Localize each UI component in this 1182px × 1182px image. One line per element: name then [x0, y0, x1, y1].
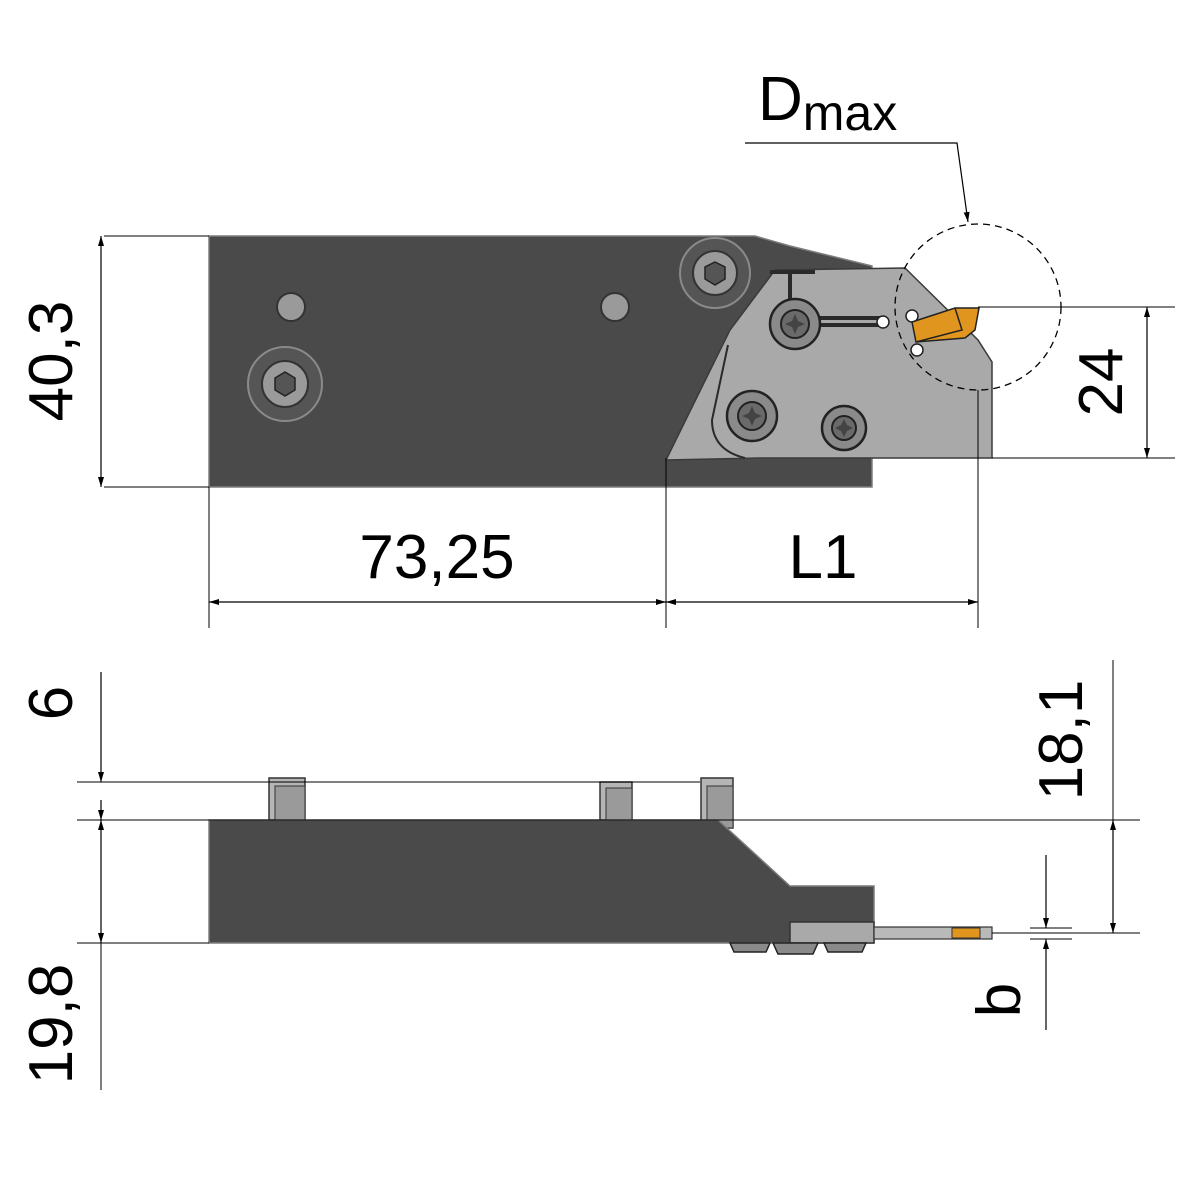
side-screw-3 — [822, 942, 868, 953]
dmax-leader — [745, 142, 970, 223]
pin-right-icon — [600, 292, 630, 322]
dim-label-40-3: 40,3 — [17, 301, 86, 422]
dim-label-19-8: 19,8 — [17, 964, 86, 1085]
dim-label-b: b — [965, 983, 1034, 1017]
coolant-hole-1-icon — [876, 315, 890, 329]
holder-body-side — [208, 819, 875, 944]
side-screw-2 — [771, 942, 820, 955]
side-screw-1 — [728, 942, 772, 953]
dim-label-6: 6 — [17, 686, 86, 720]
dmax-label: Dmax — [758, 65, 897, 141]
insert-side — [951, 927, 981, 939]
dim-label-l1: L1 — [789, 523, 858, 592]
dim-label-18-1: 18,1 — [1027, 680, 1096, 801]
plate-inner-edge — [710, 344, 746, 459]
side-view: 6 19,8 18,1 b — [17, 660, 1140, 1090]
screw-large-top-icon — [679, 237, 751, 309]
insert-clamp-edge — [915, 307, 963, 343]
dim-label-73-25: 73,25 — [359, 523, 514, 592]
pin-left-icon — [276, 292, 306, 322]
top-view: Dmax 40,3 24 73,25 L1 — [17, 65, 1175, 628]
torx-screw-lower-right-icon — [820, 404, 868, 452]
dim-label-24: 24 — [1067, 348, 1136, 417]
coolant-hole-3-icon — [910, 343, 924, 357]
torx-screw-lower-left-icon — [725, 389, 779, 443]
screw-large-left-icon — [247, 346, 323, 422]
torx-screw-upper-icon — [768, 297, 822, 351]
blade-side — [789, 921, 875, 944]
